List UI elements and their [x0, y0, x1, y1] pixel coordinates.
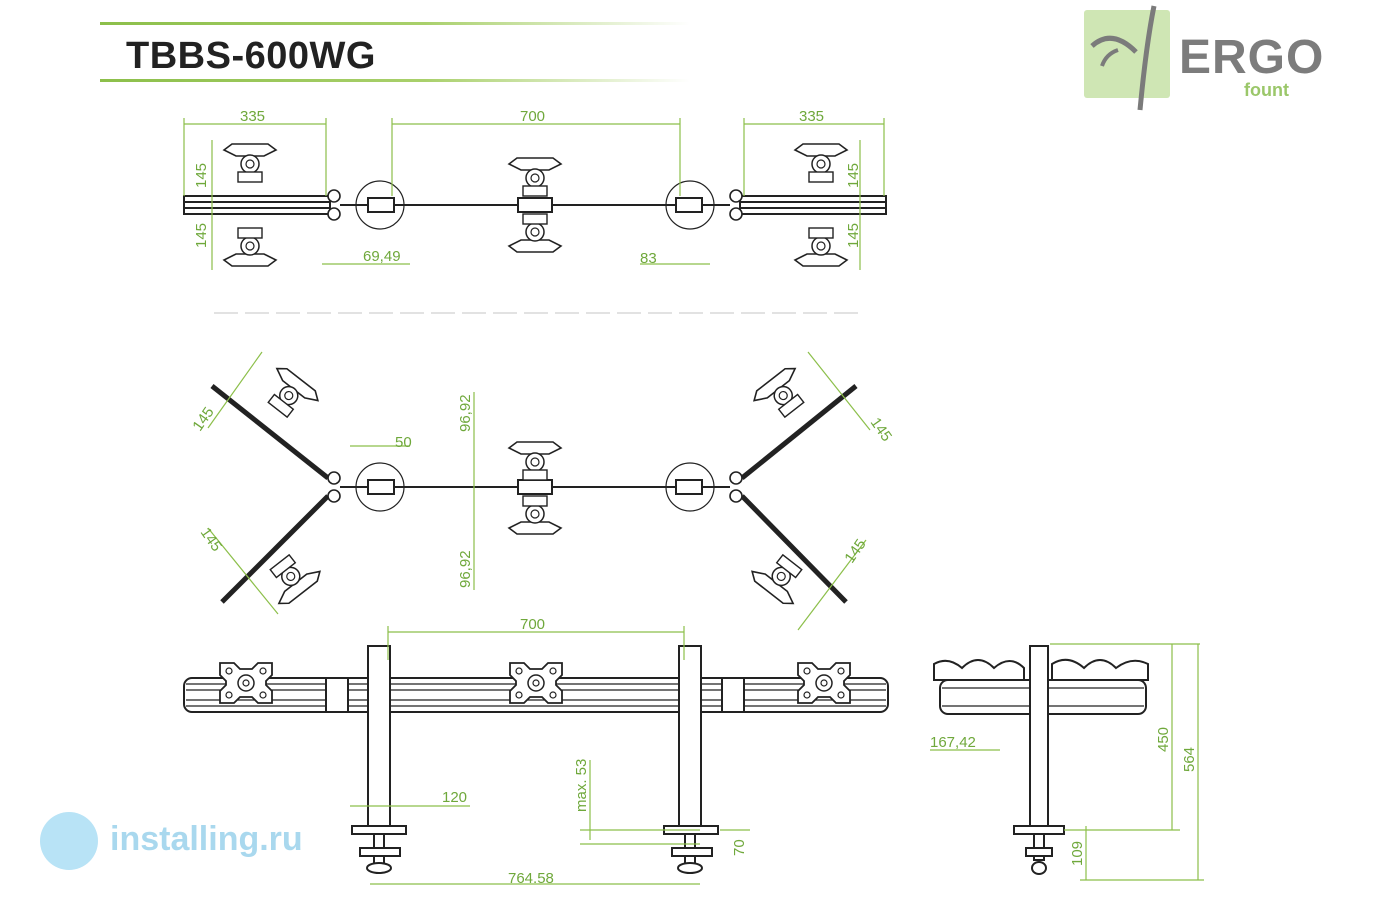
front-view: 700 120 max. 53 70 764.58: [183, 616, 889, 887]
joint: [327, 189, 743, 221]
dim-label: 145: [867, 415, 895, 445]
dim-label: max. 53: [573, 759, 590, 812]
dim-label: 167,42: [930, 734, 976, 751]
top-view-angled: 50 96,92 96,92 145 145 145 145: [189, 351, 895, 631]
side-view: 167,42 450 564 109: [930, 643, 1204, 881]
dim-label: 145: [193, 163, 210, 188]
dim-label: 120: [442, 789, 467, 806]
dim-label: 109: [1069, 841, 1086, 866]
dim-label: 764.58: [508, 870, 554, 887]
dimension-lines: [350, 626, 750, 885]
beam: [933, 645, 1149, 875]
dim-label: 96,92: [457, 550, 474, 588]
beam: [210, 384, 858, 604]
top-view-straight: 335 700 335 145 145 145 145 69,49 83: [183, 108, 887, 270]
dim-label: 83: [640, 250, 657, 267]
ergofount-logo-mark-icon: [1084, 5, 1170, 111]
header: TBBS-600WG: [100, 22, 690, 84]
dim-label: 50: [395, 434, 412, 451]
beam: [183, 180, 887, 230]
logo-subword: fount: [1244, 80, 1289, 100]
dim-label: 335: [799, 108, 824, 125]
dimension-lines: [183, 118, 885, 270]
dim-label: 450: [1155, 727, 1172, 752]
dim-label: 70: [731, 839, 748, 856]
dimension-lines: [207, 351, 871, 631]
dim-label: 145: [845, 163, 862, 188]
joint: [327, 471, 743, 503]
dimension-lines: [930, 643, 1204, 881]
dim-label: 145: [845, 223, 862, 248]
dim-label: 700: [520, 108, 545, 125]
installing-globe-icon: [40, 812, 98, 870]
title-bottom-rule: [100, 79, 690, 82]
dim-label: 145: [193, 223, 210, 248]
dim-label: 335: [240, 108, 265, 125]
pole: [351, 645, 719, 874]
dim-label: 700: [520, 616, 545, 633]
page-title: TBBS-600WG: [126, 35, 376, 77]
title-top-rule: [100, 22, 690, 25]
dim-label: 96,92: [457, 394, 474, 432]
ergofount-logo: ERGO fount: [1084, 5, 1323, 120]
dim-label: 145: [197, 525, 225, 555]
watermark-text: installing.ru: [110, 820, 303, 858]
dim-label: 69,49: [363, 248, 401, 265]
dim-label: 564: [1181, 747, 1198, 772]
watermark: installing.ru: [22, 806, 314, 876]
logo-word: ERGO: [1179, 31, 1325, 84]
dim-label: 145: [189, 404, 217, 434]
